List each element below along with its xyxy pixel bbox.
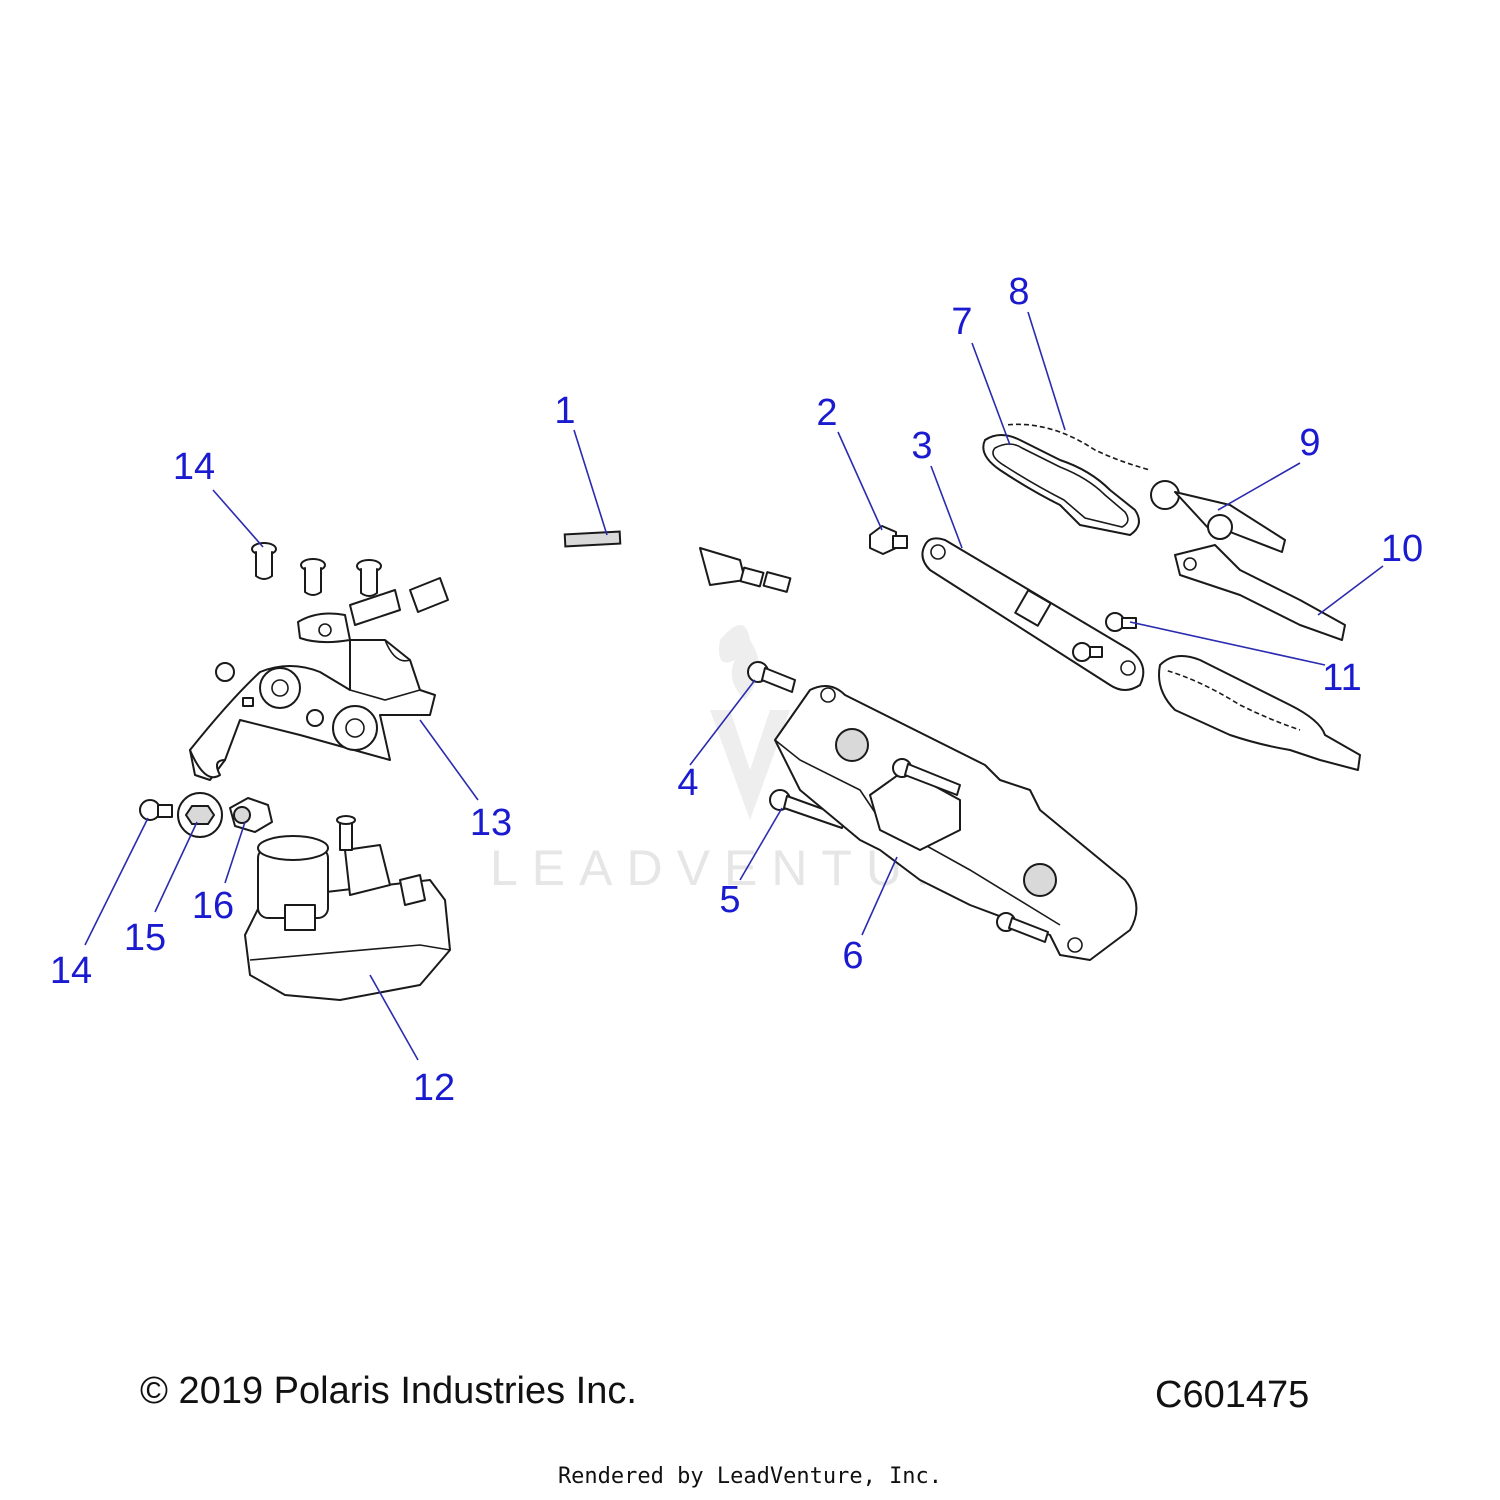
part-screw-14 [139, 799, 173, 821]
callout-5: 5 [719, 879, 740, 921]
callout-2: 2 [816, 392, 837, 434]
part-shift-cable [297, 530, 792, 644]
callout-12: 12 [413, 1067, 455, 1109]
part-housing-6 [774, 685, 1138, 961]
callout-8: 8 [1008, 271, 1029, 313]
part-springs-8 [1004, 421, 1151, 473]
callout-6: 6 [842, 935, 863, 977]
callout-16: 16 [192, 885, 234, 927]
part-washer-15 [177, 792, 223, 838]
callout-3: 3 [911, 425, 932, 467]
part-bushing-11 [1105, 612, 1137, 632]
part-link-rod-3 [921, 537, 1145, 691]
part-bracket [189, 639, 436, 781]
callout-14-top: 14 [173, 446, 215, 488]
leader-lines [84, 311, 1384, 1061]
part-spring-assembly [1158, 655, 1361, 771]
part-bolt-4 [747, 661, 796, 693]
callout-10: 10 [1381, 528, 1423, 570]
part-pins-top [251, 542, 382, 597]
figure-id: C601475 [1155, 1374, 1310, 1416]
rendered-by-credit: Rendered by LeadVenture, Inc. [557, 1464, 943, 1489]
callout-1: 1 [554, 390, 575, 432]
callout-7: 7 [951, 301, 972, 343]
callouts: 1 2 3 4 5 6 7 8 9 10 11 12 13 14 14 15 1… [50, 271, 1423, 1109]
copyright-notice: © 2019 Polaris Industries Inc. [140, 1370, 637, 1412]
part-actuator-12 [244, 815, 451, 1001]
callout-15: 15 [124, 917, 166, 959]
callout-13: 13 [470, 802, 512, 844]
part-bolt-2 [869, 525, 908, 555]
part-lever-9 [1150, 480, 1286, 553]
callout-9: 9 [1299, 422, 1320, 464]
callout-14-bottom: 14 [50, 950, 92, 992]
part-nut-16 [229, 797, 273, 833]
part-gasket-7 [982, 434, 1140, 536]
part-lever-10 [1174, 544, 1346, 641]
callout-11: 11 [1322, 657, 1361, 699]
callout-4: 4 [677, 762, 698, 804]
